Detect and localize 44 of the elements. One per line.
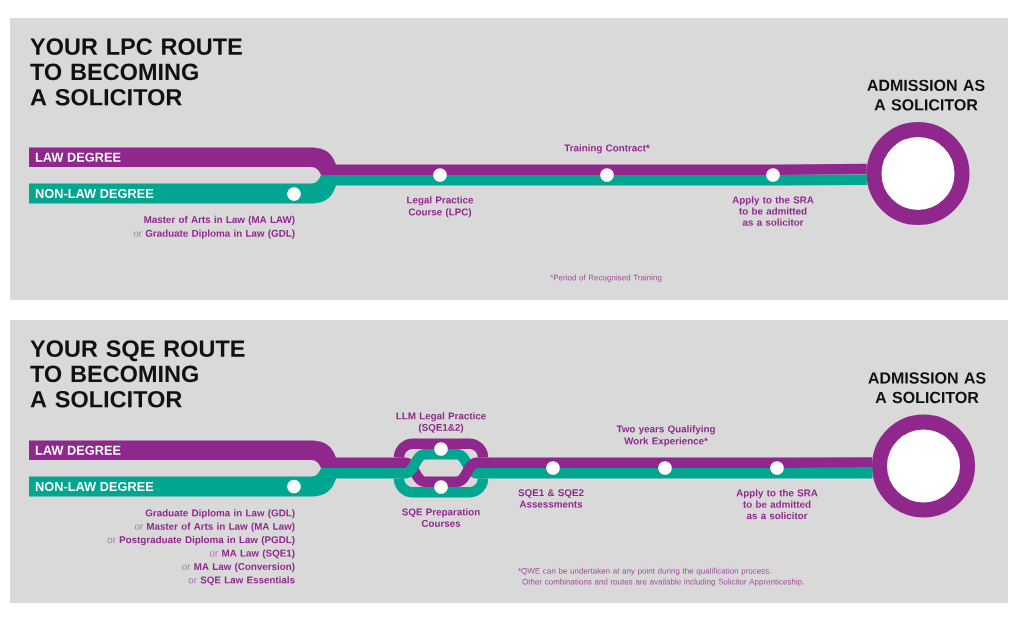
route-line — [336, 175, 433, 186]
route-line — [447, 175, 600, 186]
station-label: Master of Arts in Law (MA LAW) or Graduate Diploma in Law (GDL) — [133, 215, 295, 239]
footnote: *Period of Recognised Training — [550, 274, 662, 282]
route-line — [336, 457, 405, 468]
route-line — [447, 164, 600, 175]
station-label: Apply to the SRA to be admitted as a solicitor — [732, 196, 814, 226]
route-line — [614, 175, 766, 186]
route-line — [477, 468, 546, 479]
route-line — [672, 468, 770, 479]
route-line — [403, 457, 434, 487]
route-line — [448, 475, 489, 498]
degree-bar: LAW DEGREE — [29, 147, 336, 175]
station-label: SQE1 & SQE2 Assessments — [518, 489, 584, 508]
route-line — [448, 449, 479, 479]
route-line — [403, 449, 434, 479]
route-line — [393, 475, 434, 498]
destination-heading: ADMISSION AS A SOLICITOR — [868, 372, 986, 404]
footnote: *QWE can be undertaken at any point during the qualification process. Other combinations and routes are available including Solicitor Apprenticeship. — [518, 567, 804, 587]
route-line — [448, 438, 489, 461]
station-label: Two years Qualifying Work Experience* — [616, 425, 715, 447]
route-line — [560, 468, 658, 479]
route-line — [336, 468, 405, 479]
route-line — [779, 163, 867, 175]
degree-bar: NON-LAW DEGREE — [29, 175, 336, 204]
station-label: SQE Preparation Courses — [402, 508, 480, 527]
destination-heading: ADMISSION AS A SOLICITOR — [867, 79, 985, 111]
route-line — [780, 174, 867, 186]
degree-bar: LAW DEGREE — [29, 440, 336, 468]
route-line — [448, 457, 479, 487]
station-label: LLM Legal Practice (SQE1&2) — [396, 412, 486, 433]
station-label: Apply to the SRA to be admitted as a solicitor — [736, 489, 818, 520]
route-line — [784, 467, 873, 479]
station-label: Legal Practice Course (LPC) — [407, 196, 474, 218]
station-label: Graduate Diploma in Law (GDL) or Master of Arts in Law (MA Law) or Postgraduate Diploma in Law (PGDL) or MA Law (SQE1) or MA Law (Conversion) or SQE Law Essentials — [107, 509, 295, 586]
route-line — [784, 457, 873, 468]
degree-bar: NON-LAW DEGREE — [29, 468, 336, 497]
route-line — [393, 438, 434, 461]
route-line — [336, 164, 433, 175]
route-line — [614, 164, 766, 175]
station-label: Training Contract* — [564, 144, 650, 154]
route-line — [477, 457, 546, 468]
route-line — [560, 457, 658, 468]
route-line — [672, 457, 770, 468]
